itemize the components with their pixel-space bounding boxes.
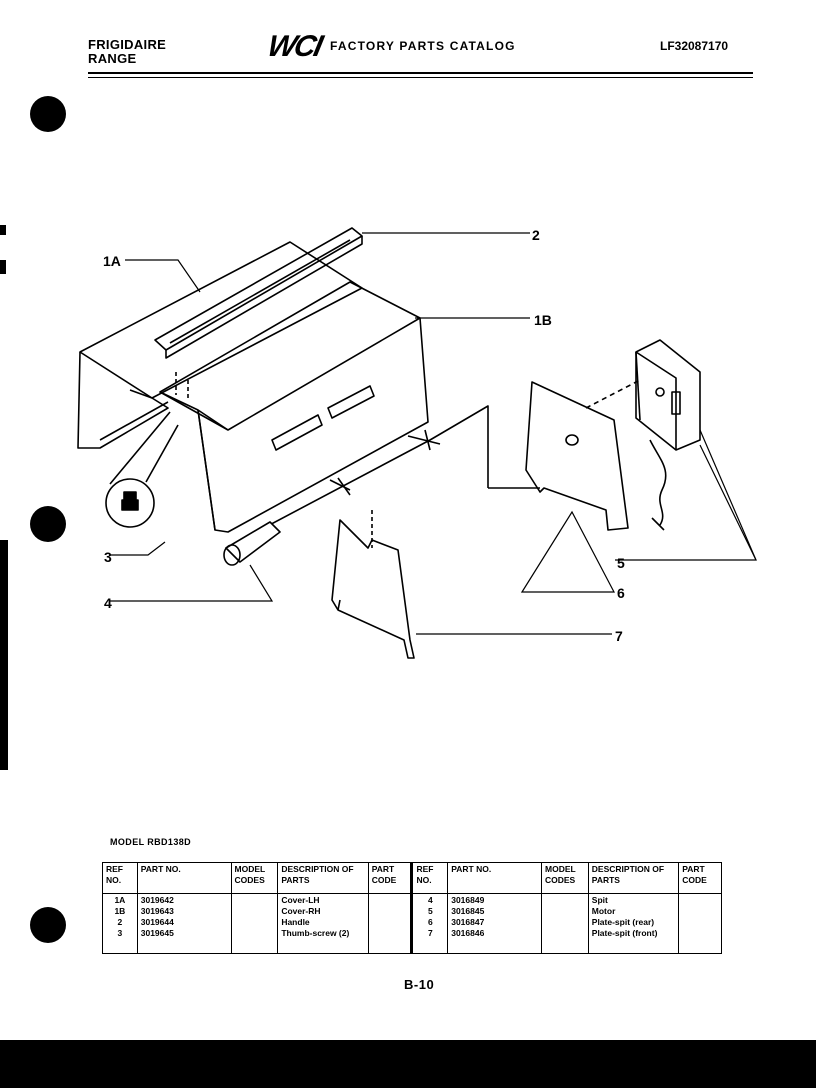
product-type: RANGE xyxy=(88,51,137,66)
model-codes-cell xyxy=(230,893,279,954)
handle-top xyxy=(154,227,363,351)
header-rule xyxy=(88,72,753,74)
motor-body xyxy=(635,339,701,451)
brand-name: FRIGIDAIRE xyxy=(88,37,167,52)
vent-left xyxy=(271,414,323,451)
plate-spit-front xyxy=(331,519,415,659)
motor-switch xyxy=(671,391,681,415)
callout-1b: 1B xyxy=(534,312,552,328)
binder-hole-middle xyxy=(30,506,66,542)
vent-right xyxy=(327,385,375,419)
callout-2: 2 xyxy=(532,227,540,243)
col-part-no: PART NO. xyxy=(136,862,232,894)
col-description: DESCRIPTION OF PARTS xyxy=(277,862,369,894)
spit-rod xyxy=(225,405,489,549)
header-rule-thin xyxy=(88,77,753,78)
thumb-screw-detail xyxy=(105,478,155,528)
col-ref-no: REF NO. xyxy=(102,862,138,894)
motor-cord xyxy=(649,439,667,526)
page-number: B-10 xyxy=(404,977,435,992)
callout-6: 6 xyxy=(617,585,625,601)
scan-edge-mark xyxy=(0,225,6,235)
callout-3: 3 xyxy=(104,549,112,565)
col-ref-no: REF NO. xyxy=(410,862,449,894)
col-description: DESCRIPTION OF PARTS xyxy=(587,862,680,894)
col-part-code: PART CODE xyxy=(678,862,722,894)
callout-5: 5 xyxy=(617,555,625,571)
catalog-code: LF32087170 xyxy=(660,39,729,53)
col-part-code: PART CODE xyxy=(367,862,413,894)
col-part-no: PART NO. xyxy=(447,862,542,894)
catalog-title: FACTORY PARTS CATALOG xyxy=(330,39,516,53)
cover-lh-top xyxy=(79,241,363,399)
plate-spit-rear xyxy=(525,381,629,531)
scan-edge-mark xyxy=(0,260,6,274)
scan-bottom-edge xyxy=(0,1040,816,1088)
brand-block: FRIGIDAIRE RANGE xyxy=(88,38,166,66)
callout-4: 4 xyxy=(104,595,112,611)
parts-table: REF NO. PART NO. MODEL CODES DESCRIPTION… xyxy=(102,862,722,954)
part-code-cell xyxy=(678,893,722,954)
binder-hole-bottom xyxy=(30,907,66,943)
model-codes-cell xyxy=(541,893,589,954)
model-label: MODEL RBD138D xyxy=(110,837,192,847)
cover-lh-side xyxy=(77,351,169,449)
scan-edge-mark xyxy=(0,540,8,770)
binder-hole-top xyxy=(30,96,66,132)
col-model-codes: MODEL CODES xyxy=(541,862,589,894)
callout-1a: 1A xyxy=(103,253,121,269)
table-header-row: REF NO. PART NO. MODEL CODES DESCRIPTION… xyxy=(102,862,722,894)
callout-7: 7 xyxy=(615,628,623,644)
cover-rh-top xyxy=(159,281,421,431)
part-code-cell xyxy=(367,893,413,954)
col-model-codes: MODEL CODES xyxy=(230,862,279,894)
handle-front xyxy=(165,236,363,359)
